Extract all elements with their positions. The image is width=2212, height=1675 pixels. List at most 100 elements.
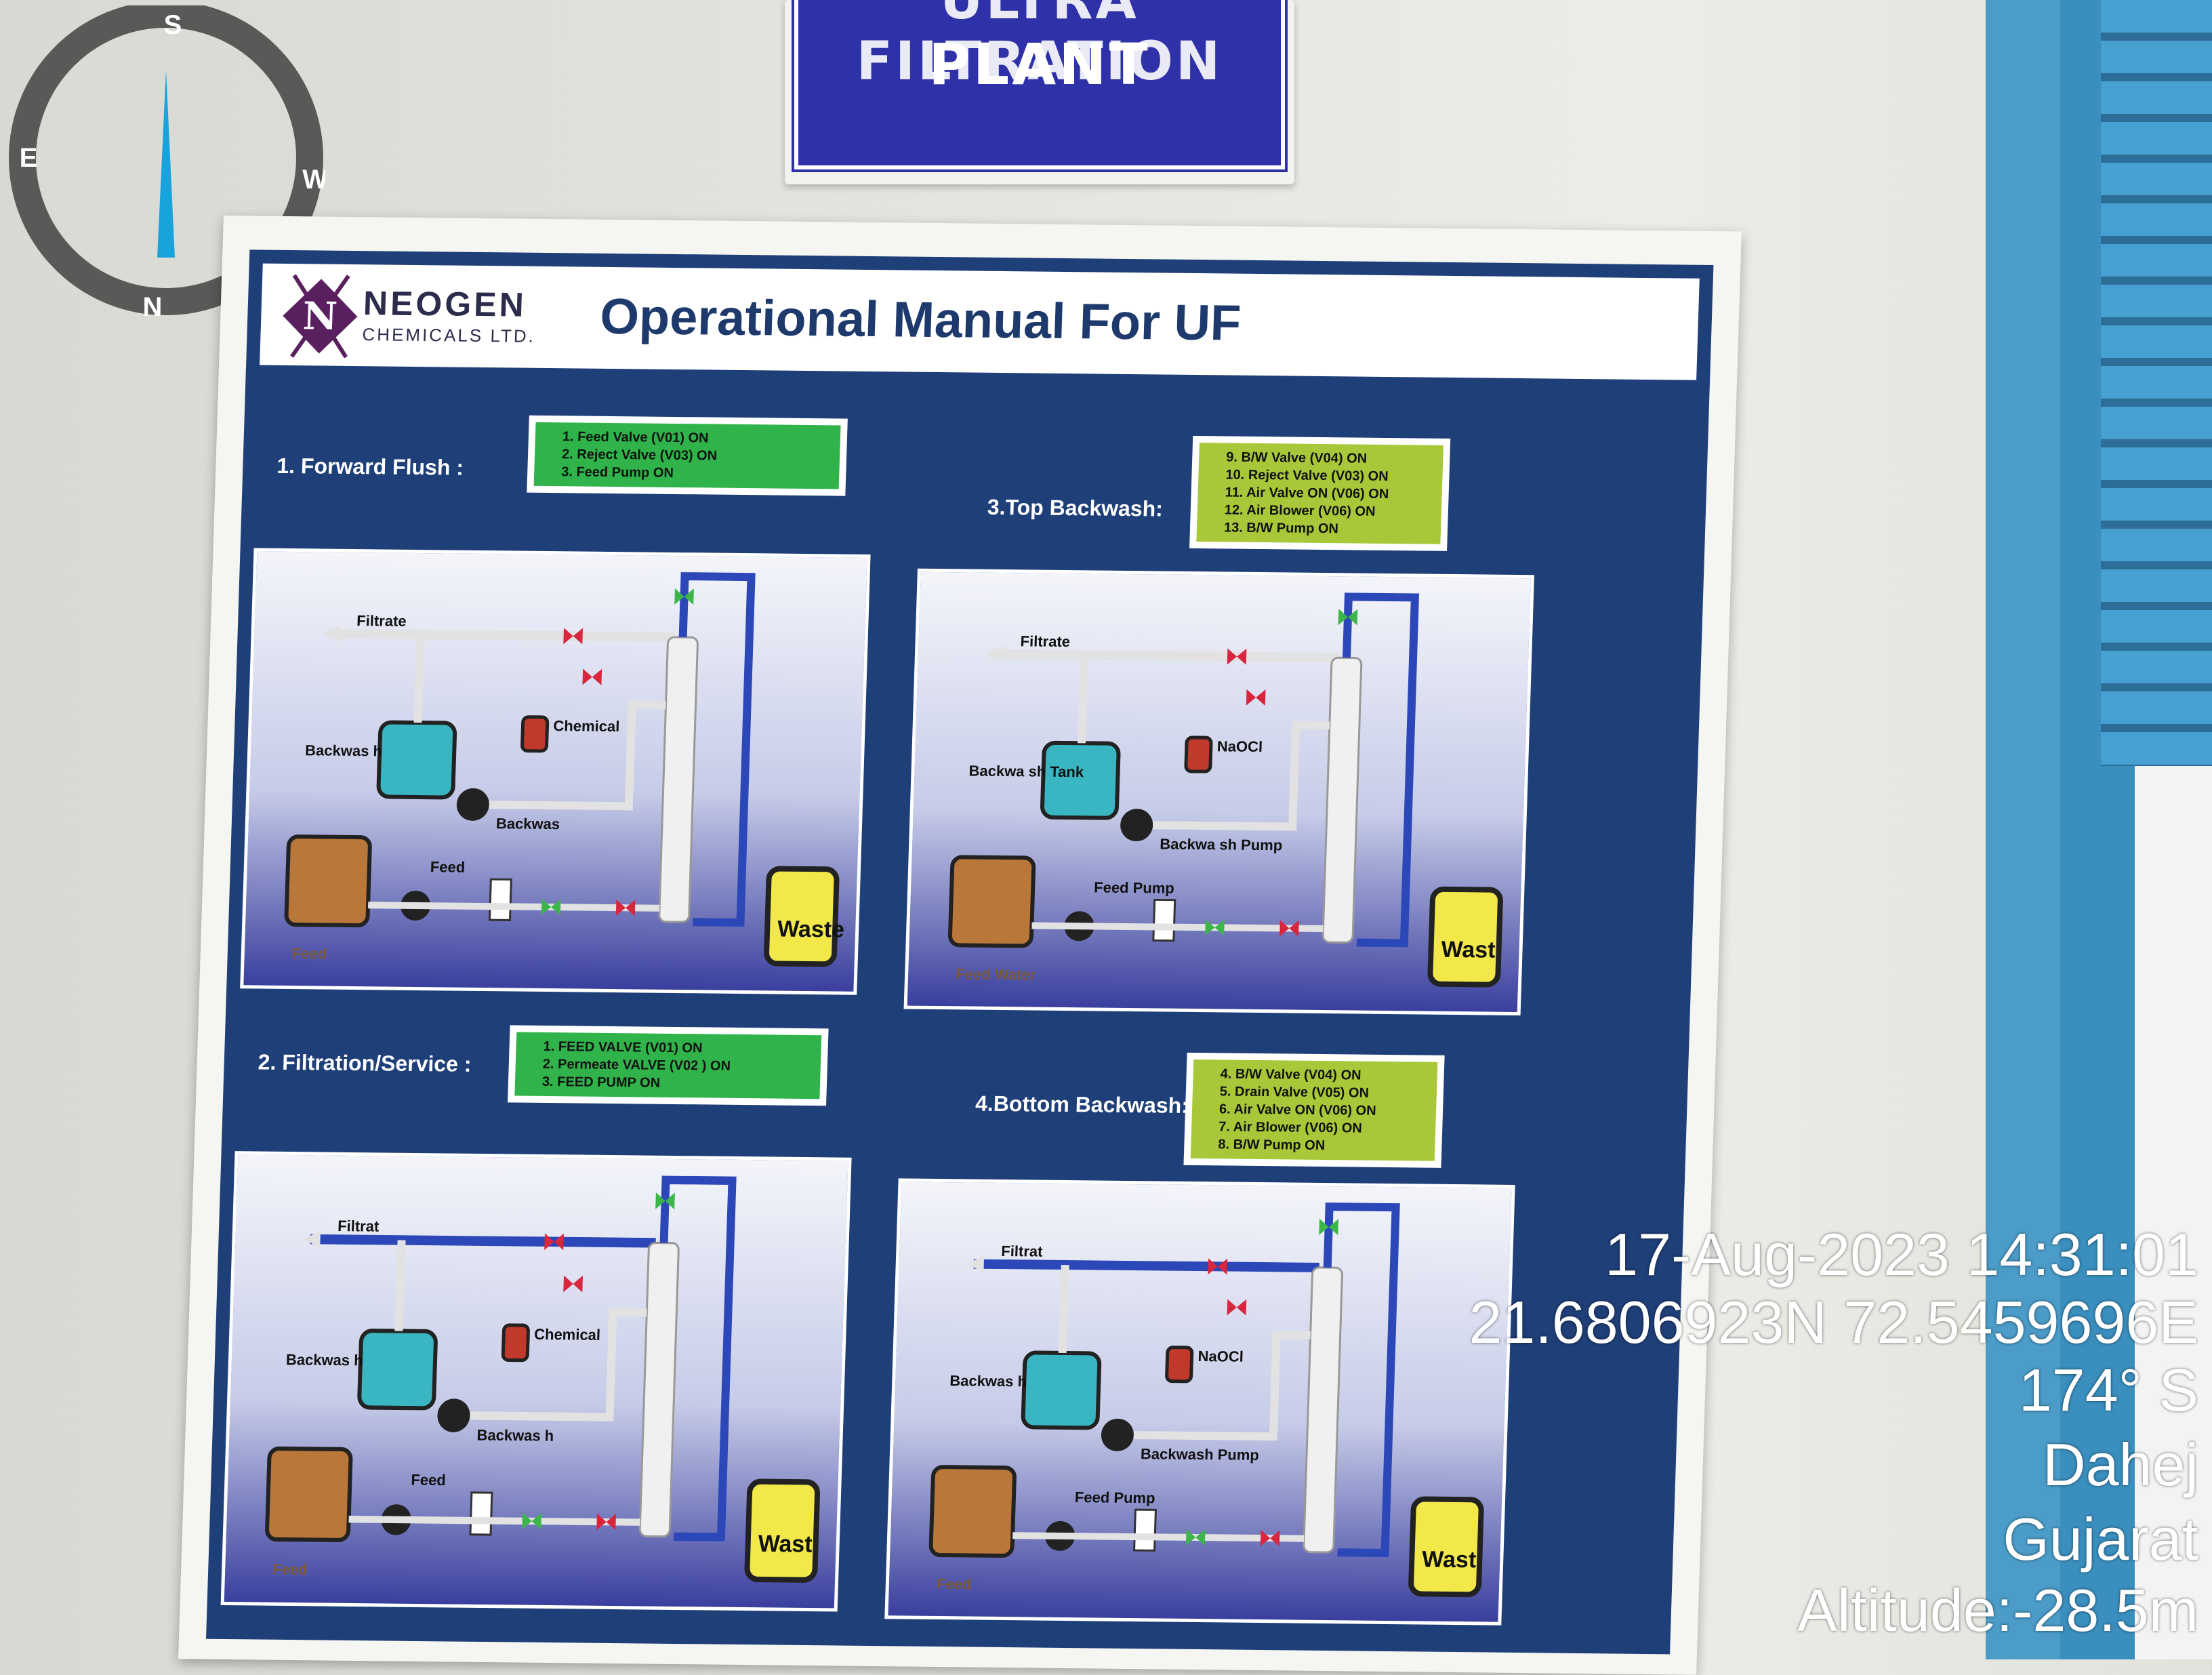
chemical-dosing-icon: [1184, 735, 1213, 773]
cartridge-filter-icon: [488, 878, 512, 921]
panel-feedpump-label: Feed Pump: [1094, 879, 1174, 896]
step-item: 3. Feed Pump ON: [560, 464, 674, 481]
valve-icon: [582, 668, 602, 685]
panel-pump-label: Backwash Pump: [1141, 1445, 1260, 1464]
waste-drum: [764, 866, 840, 967]
valve-icon: [1205, 919, 1225, 936]
tank-pipe: [1077, 655, 1089, 744]
chemical-dosing-icon: [1165, 1346, 1194, 1384]
door-shutter: [2101, 0, 2212, 766]
filtrate-pipe: [329, 628, 675, 642]
cartridge-filter-icon: [1152, 898, 1176, 942]
backwash-line: [1133, 1331, 1311, 1441]
valve-icon: [1246, 689, 1266, 706]
cartridge-filter-icon: [469, 1491, 493, 1536]
step-item: 3. FEED PUMP ON: [541, 1074, 661, 1091]
door-frame: [1986, 0, 2060, 1659]
panel-pump-label: Backwa sh Pump: [1160, 835, 1283, 853]
svg-text:N: N: [302, 294, 338, 339]
backwash-line: [470, 1308, 647, 1421]
step-item: 2. Reject Valve (V03) ON: [561, 447, 718, 464]
panel-feed-label: Feed: [291, 945, 327, 963]
feed-tank: [947, 855, 1036, 948]
feed-pipe: [367, 902, 660, 912]
section-label-bottom-backwash: 4.Bottom Backwash:: [975, 1091, 1189, 1118]
compass-widget: S N E W: [7, 1, 328, 324]
filtrate-arrow-icon: [966, 1255, 985, 1272]
overlay-datetime: 17-Aug-2023 14:31:01: [1605, 1221, 2198, 1288]
backwash-pump-icon: [456, 788, 489, 821]
step-item: 1. Feed Valve (V01) ON: [562, 429, 709, 446]
plant-sign: ULTRA FILTRATION PLANT: [785, 0, 1294, 184]
board-title: Operational Manual For UF: [599, 287, 1242, 351]
backwash-pump-icon: [1120, 809, 1153, 842]
plant-sign-face: ULTRA FILTRATION PLANT: [792, 0, 1288, 172]
cartridge-filter-icon: [1133, 1508, 1157, 1552]
panel-filtrate-label: Filtrate: [1020, 632, 1070, 650]
valve-icon: [563, 1275, 583, 1293]
panel-pump-label: Backwas: [496, 815, 560, 832]
panel-feed-label: Feed Water: [956, 965, 1036, 983]
blue-door: [1986, 0, 2212, 1659]
valve-icon: [615, 900, 636, 916]
panel-feed-label: Feed: [272, 1560, 308, 1578]
valve-icon: [1227, 648, 1247, 665]
step-item: 4. B/W Valve (V04) ON: [1220, 1066, 1361, 1083]
section-label-top-backwash: 3.Top Backwash:: [987, 494, 1164, 521]
board-panel: N NEOGEN CHEMICALS LTD. Operational Manu…: [206, 249, 1714, 1655]
panel-tank-label: Backwas h: [949, 1372, 1027, 1390]
backwash-pump-icon: [437, 1398, 470, 1432]
panel-chemical-label: NaOCl: [1216, 738, 1263, 755]
filtrate-pipe: [973, 1259, 1319, 1272]
filtrate-pipe: [310, 1234, 656, 1248]
feed-tank: [284, 834, 372, 928]
valve-icon: [563, 628, 583, 645]
chemical-dosing-icon: [501, 1323, 530, 1363]
backwash-line: [1152, 721, 1330, 831]
filtrate-arrow-icon: [322, 625, 340, 642]
backwash-pump-icon: [1101, 1418, 1134, 1451]
steps-top-backwash: 9. B/W Valve (V04) ON 10. Reject Valve (…: [1189, 435, 1451, 551]
waste-drum: [1427, 886, 1503, 988]
plant-sign-line1: ULTRA FILTRATION: [856, 0, 1223, 92]
waste-drum: [1408, 1496, 1484, 1598]
overlay-heading: 174° S: [2018, 1356, 2198, 1424]
steps-bottom-backwash: 4. B/W Valve (V04) ON 5. Drain Valve (V0…: [1183, 1052, 1445, 1168]
feed-tank: [928, 1465, 1017, 1558]
panel-feed-label: Feed: [937, 1575, 972, 1593]
panel-waste-label: Waste: [777, 916, 845, 943]
feed-pipe: [1012, 1532, 1305, 1542]
step-item: 1. FEED VALVE (V01) ON: [543, 1038, 703, 1056]
chemical-dosing-icon: [520, 715, 550, 753]
uf-membrane-column: [638, 1241, 680, 1538]
compass-e: E: [20, 143, 38, 173]
door-opening: [2135, 766, 2212, 1659]
step-item: 13. B/W Pump ON: [1223, 520, 1339, 537]
tank-pipe: [1058, 1264, 1069, 1354]
overlay-altitude: Altitude:-28.5m: [1797, 1577, 2198, 1644]
panel-tank-label: Backwas h: [286, 1351, 363, 1369]
neogen-logo-icon: N: [283, 274, 358, 359]
waste-drum: [744, 1478, 821, 1583]
filtrate-pipe: [992, 649, 1339, 663]
logo-name: NEOGEN: [363, 284, 527, 324]
overlay-coordinates: 21.6806923N 72.5459696E: [1469, 1289, 2198, 1356]
steps-forward-flush: 1. Feed Valve (V01) ON 2. Reject Valve (…: [527, 415, 848, 496]
plant-sign-line2: PLANT: [928, 31, 1151, 98]
panel-feedpump-label: Feed: [411, 1471, 446, 1489]
filtrate-arrow-icon: [986, 646, 1004, 663]
compass-n: N: [143, 292, 163, 322]
tank-pipe: [413, 634, 425, 723]
panel-feedpump-label: Feed: [430, 858, 466, 876]
valve-icon: [1319, 1218, 1339, 1236]
panel-tank-label: Backwas h: [305, 742, 383, 759]
panel-waste-label: Wast: [1441, 937, 1496, 963]
backwash-tank: [357, 1329, 438, 1411]
uf-membrane-column: [1322, 656, 1363, 944]
filtrate-arrow-icon: [303, 1230, 321, 1248]
backwash-line: [489, 700, 666, 811]
